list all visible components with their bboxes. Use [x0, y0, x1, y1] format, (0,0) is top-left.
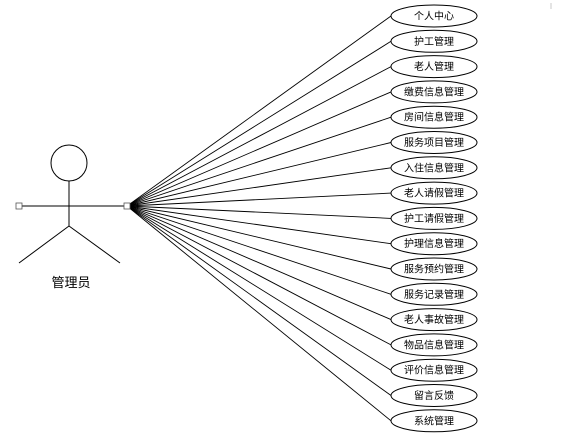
use-case-label: 老人请假管理 — [404, 187, 464, 200]
use-case-label: 留言反馈 — [414, 389, 454, 402]
association-line — [126, 167, 392, 207]
use-case-ellipse — [390, 358, 478, 382]
association-line — [126, 66, 392, 207]
association-line — [126, 40, 392, 207]
association-line — [126, 205, 392, 245]
use-case: 老人管理 — [390, 55, 478, 79]
use-case-ellipse — [390, 156, 478, 180]
use-case: 护理信息管理 — [390, 232, 478, 256]
association-line — [126, 15, 392, 207]
use-case-label: 服务预约管理 — [404, 263, 464, 276]
actor-label: 管理员 — [51, 276, 90, 291]
association-lines — [126, 15, 392, 422]
association-line — [126, 205, 392, 371]
actor-selection-handle-right — [123, 202, 131, 210]
use-case-label: 老人管理 — [414, 60, 454, 73]
actor-head — [50, 144, 88, 182]
association-line — [126, 91, 392, 207]
use-case-label: 物品信息管理 — [404, 338, 464, 351]
use-case-ellipse — [390, 409, 478, 433]
use-case-label: 个人中心 — [414, 10, 454, 23]
use-case-label: 老人事故管理 — [404, 313, 464, 326]
use-case: 老人事故管理 — [390, 308, 478, 332]
use-case-ellipse — [390, 55, 478, 79]
use-case-label: 缴费信息管理 — [404, 85, 464, 98]
actor-right-leg — [68, 225, 121, 264]
actor-left-leg — [18, 225, 70, 264]
use-case-label: 护工请假管理 — [404, 212, 464, 225]
association-line — [126, 205, 392, 295]
use-case-ellipse — [390, 257, 478, 281]
use-case: 护工请假管理 — [390, 206, 478, 230]
use-case: 服务项目管理 — [390, 131, 478, 154]
use-case-ellipse — [390, 384, 478, 407]
association-line — [126, 192, 392, 207]
association-line — [126, 205, 392, 422]
use-case: 物品信息管理 — [390, 333, 478, 357]
association-line — [126, 205, 392, 270]
actor-administrator: 管理员 — [15, 144, 131, 291]
use-case-label: 入住信息管理 — [404, 161, 464, 174]
use-case-ellipse — [390, 29, 478, 53]
use-cases: 个人中心护工管理老人管理缴费信息管理房间信息管理服务项目管理入住信息管理老人请假… — [390, 4, 478, 433]
association-line — [126, 142, 392, 207]
use-case-label: 房间信息管理 — [404, 111, 464, 124]
association-line — [126, 205, 392, 321]
use-case-label: 服务记录管理 — [404, 288, 464, 301]
use-case-ellipse — [390, 206, 478, 230]
use-case-label: 护工管理 — [414, 35, 454, 48]
use-case-label: 服务项目管理 — [404, 136, 464, 149]
use-case-ellipse — [390, 105, 478, 129]
use-case-ellipse — [390, 232, 478, 256]
use-case: 入住信息管理 — [390, 156, 478, 180]
association-line — [126, 205, 392, 219]
use-case-ellipse — [390, 181, 478, 205]
use-case: 缴费信息管理 — [390, 80, 478, 104]
use-case: 系统管理 — [390, 409, 478, 433]
use-case-label: 系统管理 — [414, 414, 454, 427]
use-case-ellipse — [390, 80, 478, 104]
use-case-ellipse — [390, 4, 478, 28]
use-case-ellipse — [390, 131, 478, 154]
use-case: 老人请假管理 — [390, 181, 478, 205]
use-case-ellipse — [390, 333, 478, 357]
actor-selection-handle-left — [15, 202, 23, 210]
association-line — [126, 205, 392, 346]
use-case: 房间信息管理 — [390, 105, 478, 129]
use-case: 护工管理 — [390, 29, 478, 53]
use-case-label: 护理信息管理 — [404, 237, 464, 250]
use-case: 评价信息管理 — [390, 358, 478, 382]
use-case: 服务记录管理 — [390, 282, 478, 306]
association-line — [126, 205, 392, 396]
use-case: 留言反馈 — [390, 384, 478, 407]
use-case: 服务预约管理 — [390, 257, 478, 281]
use-case: 个人中心 — [390, 4, 478, 28]
use-case-ellipse — [390, 282, 478, 306]
use-case-ellipse — [390, 308, 478, 332]
association-line — [126, 116, 392, 207]
use-case-label: 评价信息管理 — [404, 364, 464, 377]
